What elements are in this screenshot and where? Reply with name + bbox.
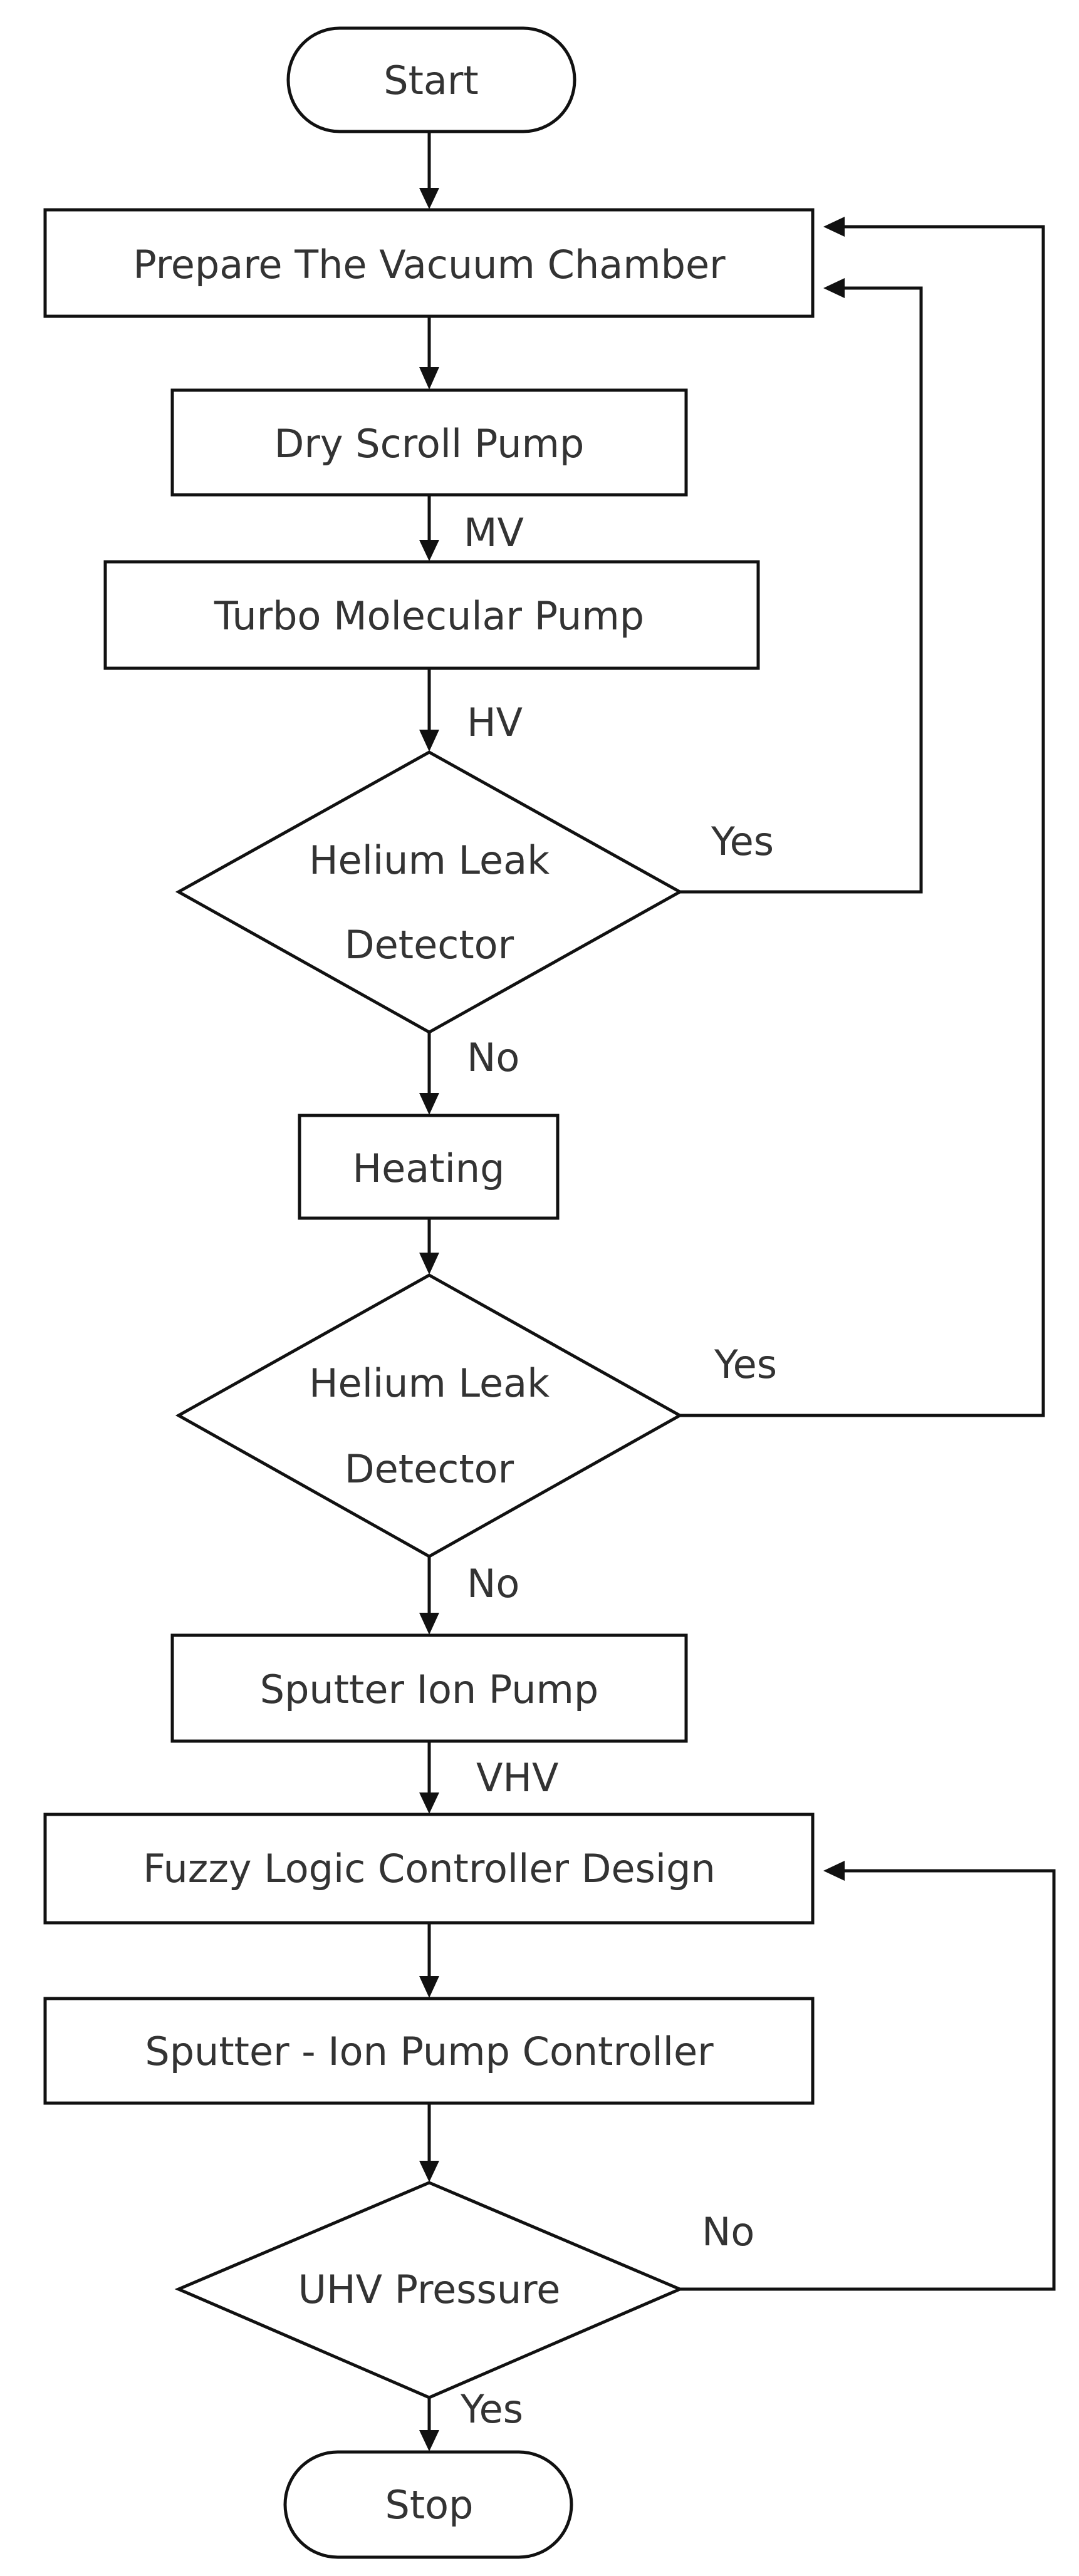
arrowhead-icon [419, 367, 439, 390]
edge-leak1-yes-loop [680, 286, 923, 894]
edge-uhv-no-loop [680, 1869, 1056, 2291]
arrowhead-icon [419, 1253, 439, 1275]
arrowhead-icon [419, 540, 439, 561]
helium-leak-detector-label-1: Helium Leak [309, 837, 550, 883]
edges [419, 132, 1056, 2451]
arrowhead-icon [823, 278, 845, 298]
nodes: Start Prepare The Vacuum Chamber Dry Scr… [43, 26, 815, 2559]
arrowhead-icon [419, 188, 439, 209]
dry-scroll-pump-label: Dry Scroll Pump [274, 421, 585, 467]
arrowhead-icon [419, 730, 439, 752]
sputter-ion-pump-controller-box [43, 1997, 815, 2105]
edge-label-leak2-yes: Yes [714, 1342, 777, 1387]
edge-label-uhv-no: No [702, 2209, 754, 2255]
edge-labels: MV HV Yes No Yes No VHV No Yes [460, 510, 777, 2432]
arrowhead-icon [419, 2430, 439, 2451]
turbo-molecular-pump-box [103, 560, 760, 670]
heating-label: Heating [353, 1146, 505, 1191]
fuzzy-logic-controller-box [43, 1813, 815, 1925]
helium-leak-detector-decision-1 [175, 750, 684, 1034]
heating-box [298, 1114, 560, 1220]
start-label: Start [383, 58, 478, 103]
arrowhead-icon [419, 1093, 439, 1115]
arrowhead-icon [419, 1976, 439, 1998]
edge-label-hv: HV [467, 700, 523, 745]
helium-leak-detector-label-1-line2: Detector [345, 922, 514, 968]
sputter-ion-pump-controller-label: Sputter - Ion Pump Controller [145, 2029, 714, 2074]
edge-label-vhv: VHV [476, 1755, 558, 1801]
uhv-pressure-label: UHV Pressure [298, 2267, 561, 2312]
edge-label-leak1-no: No [467, 1035, 519, 1080]
edge-label-uhv-yes: Yes [460, 2386, 523, 2432]
fuzzy-logic-controller-label: Fuzzy Logic Controller Design [143, 1846, 716, 1891]
sputter-ion-pump-box [170, 1633, 688, 1743]
arrowhead-icon [419, 1613, 439, 1635]
edge-label-leak1-yes: Yes [711, 819, 774, 864]
arrowhead-icon [419, 1792, 439, 1814]
edge-label-leak2-no: No [467, 1561, 519, 1606]
arrowhead-icon [823, 217, 845, 237]
helium-leak-detector-label-2: Helium Leak [309, 1360, 550, 1406]
stop-label: Stop [385, 2482, 474, 2528]
arrowhead-icon [419, 2161, 439, 2182]
prepare-chamber-label: Prepare The Vacuum Chamber [133, 242, 726, 287]
edge-label-mv: MV [464, 510, 524, 556]
start-terminal [286, 26, 576, 133]
edge-leak2-yes-loop [680, 225, 1045, 1417]
sputter-ion-pump-label: Sputter Ion Pump [260, 1667, 599, 1712]
helium-leak-detector-label-2-line2: Detector [345, 1446, 514, 1492]
uhv-pressure-decision [174, 2181, 684, 2399]
arrowhead-icon [823, 1861, 845, 1881]
stop-terminal [283, 2450, 573, 2559]
dry-scroll-pump-box [170, 388, 688, 497]
helium-leak-detector-decision-2 [175, 1273, 684, 1558]
prepare-chamber-box [43, 208, 815, 318]
turbo-molecular-pump-label: Turbo Molecular Pump [214, 593, 644, 639]
